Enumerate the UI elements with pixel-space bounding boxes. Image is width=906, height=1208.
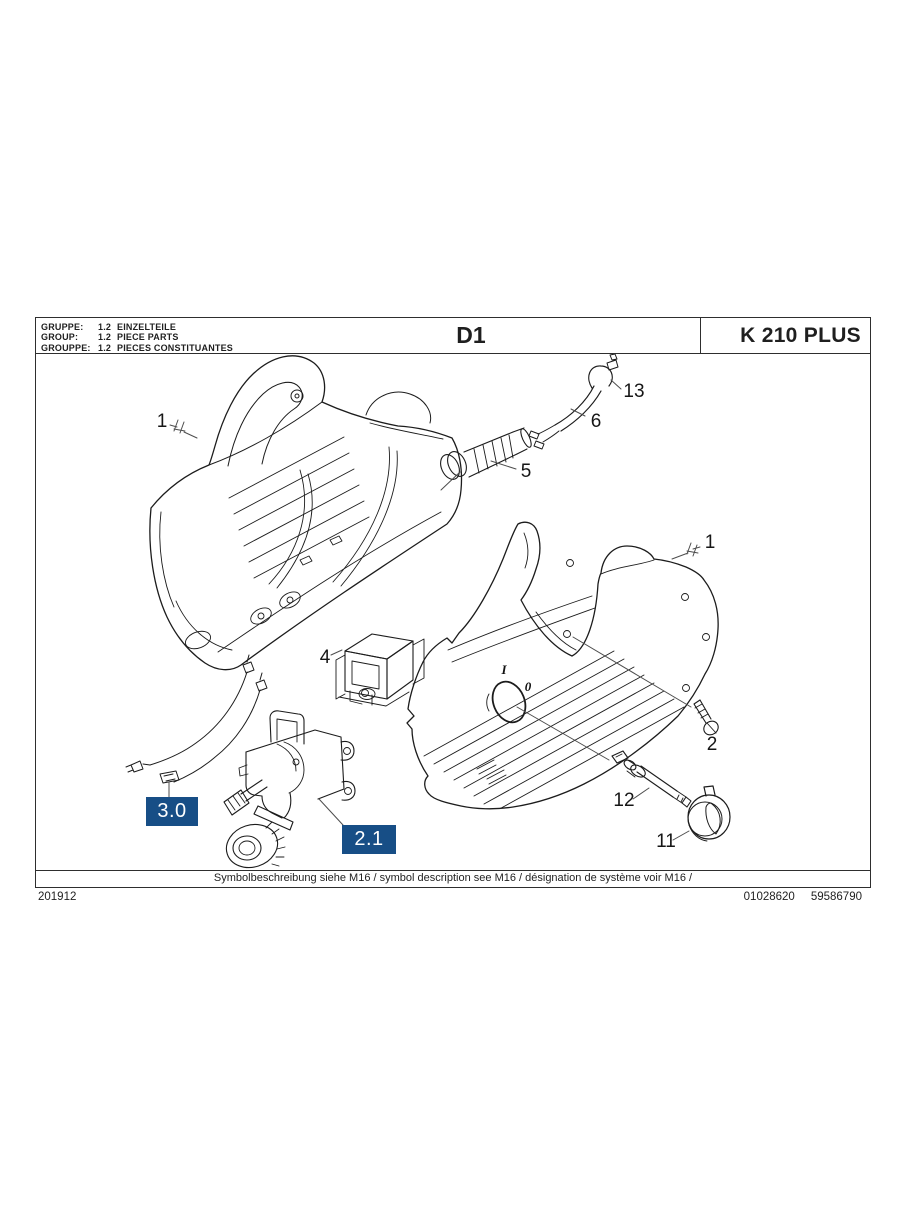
switch-symbol-off: 0 (524, 679, 532, 694)
callout-1-upper-housing: 1 (156, 411, 168, 432)
symbol-note: Symbolbeschreibung siehe M16 / symbol de… (36, 870, 870, 887)
switch-block-drawing (335, 633, 425, 707)
screw-drawing (693, 699, 719, 736)
group-row-fr: GROUPPE: 1.2 PIECES CONSTITUANTES (41, 343, 233, 354)
group-code-fr: 1.2 (98, 342, 112, 353)
power-cord-drawing (528, 353, 619, 450)
assembly-ref-3-0[interactable]: 3.0 (146, 797, 198, 826)
revision-number: 201912 (38, 891, 77, 903)
callout-2-screw: 2 (706, 734, 718, 755)
upper-housing-drawing (149, 355, 463, 671)
cable-gland-drawing (440, 427, 532, 480)
document-numbers: 01028620 59586790 (744, 891, 862, 903)
rod-drawing (611, 750, 692, 808)
document-number-1: 01028620 (743, 891, 795, 903)
model-name: K 210 PLUS (740, 324, 861, 347)
knob-drawing (687, 785, 731, 842)
group-label-de: GRUPPE: (41, 321, 84, 332)
lower-housing-drawing (406, 521, 719, 810)
callout-12-rod: 12 (613, 790, 635, 811)
callout-13-clip: 13 (623, 381, 645, 402)
group-info-table: GRUPPE: 1.2 EINZELTEILE GROUP: 1.2 PIECE… (41, 322, 233, 354)
group-code-en: 1.2 (98, 332, 112, 343)
wire-harness-drawing (125, 654, 268, 784)
switch-symbol-on: I (501, 662, 507, 677)
callout-6-cord: 6 (590, 411, 602, 432)
sheet-code: D1 (456, 322, 486, 348)
sheet-header: GRUPPE: 1.2 EINZELTEILE GROUP: 1.2 PIECE… (36, 318, 870, 354)
group-name-de: EINZELTEILE (117, 321, 177, 332)
header-divider (700, 318, 701, 353)
callout-4-switch: 4 (319, 647, 331, 668)
callout-5-gland: 5 (520, 461, 532, 482)
group-row-en: GROUP: 1.2 PIECE PARTS (41, 332, 233, 343)
group-label-fr: GROUPPE: (41, 342, 91, 353)
group-code-de: 1.2 (98, 321, 112, 332)
group-name-fr: PIECES CONSTITUANTES (117, 342, 234, 353)
callout-1-lower-housing: 1 (704, 532, 716, 553)
pump-assembly-drawing (223, 710, 356, 869)
leader-lines (168, 379, 701, 841)
page-number-row: 201912 01028620 59586790 (0, 891, 906, 905)
group-label-en: GROUP: (41, 332, 79, 343)
document-number-2: 59586790 (810, 891, 862, 903)
callout-11-knob: 11 (656, 831, 676, 852)
sheet-frame: GRUPPE: 1.2 EINZELTEILE GROUP: 1.2 PIECE… (35, 317, 871, 888)
assembly-ref-2-1[interactable]: 2.1 (342, 825, 396, 854)
group-name-en: PIECE PARTS (117, 332, 179, 343)
group-row-de: GRUPPE: 1.2 EINZELTEILE (41, 322, 233, 333)
